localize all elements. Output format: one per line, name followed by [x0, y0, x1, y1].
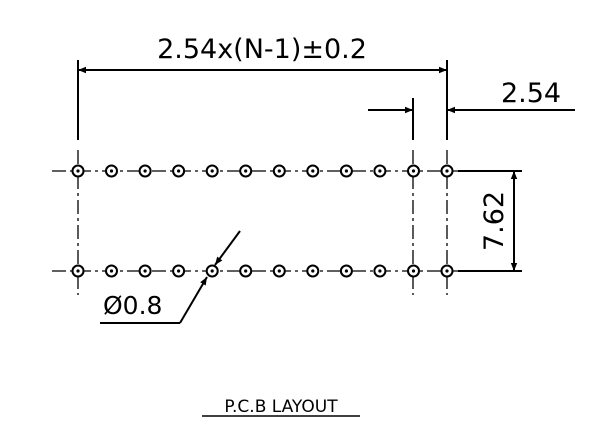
overall-width-label: 2.54x(N-1)±0.2 [157, 34, 367, 65]
pcb-hole-center [109, 269, 114, 273]
overall-width-dimension [77, 60, 448, 140]
pitch-dimension [368, 98, 575, 140]
pcb-hole-center [143, 269, 147, 273]
pcb-hole-center [76, 169, 80, 173]
pcb-hole-center [378, 169, 382, 173]
hole-diameter-label: Ø0.8 [103, 291, 162, 320]
pcb-hole-center [445, 169, 449, 173]
hole-diameter-leader-lower [179, 276, 208, 324]
hole-array [71, 164, 454, 278]
pcb-hole-center [177, 169, 181, 173]
pcb-hole-center [411, 169, 416, 173]
pcb-hole-center [177, 269, 181, 273]
pcb-hole-center [445, 269, 449, 273]
pcb-hole-center [210, 169, 214, 173]
hole-diameter-leader [100, 230, 241, 324]
pcb-hole-center [311, 269, 315, 273]
pcb-hole-center [76, 269, 80, 273]
pcb-hole-center [244, 169, 248, 173]
row-spacing-label: 7.62 [479, 191, 510, 251]
pcb-hole-center [210, 269, 214, 273]
pcb-hole-center [344, 169, 348, 173]
pcb-hole-center [109, 169, 114, 173]
row-spacing-dimension [458, 170, 522, 272]
pcb-hole-center [143, 169, 147, 173]
pcb-hole-center [277, 169, 281, 173]
drawing-caption: P.C.B LAYOUT [224, 397, 338, 417]
pcb-hole-center [311, 169, 315, 173]
pcb-hole-center [344, 269, 348, 273]
pcb-hole-center [277, 269, 281, 273]
pitch-label: 2.54 [501, 78, 561, 109]
pcb-hole-center [411, 269, 416, 273]
hole-diameter-leader-upper [214, 230, 241, 266]
pcb-hole-center [244, 269, 248, 273]
pcb-hole-center [378, 269, 382, 273]
